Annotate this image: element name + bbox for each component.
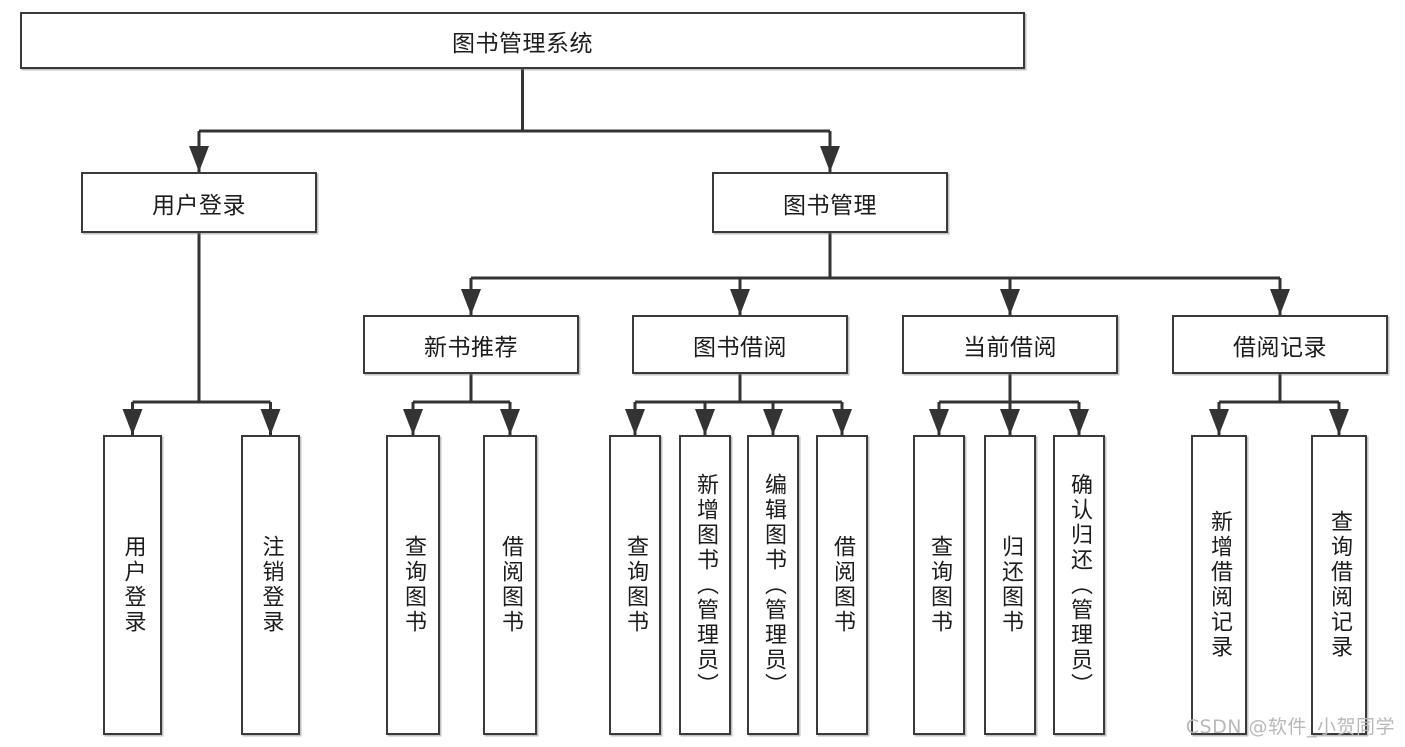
node-leaf-user-login[interactable]: 用户登录 [103, 435, 162, 735]
node-label-leaf-add-borrow-record: 新增借阅记录 [1207, 510, 1232, 660]
node-label-leaf-borrow-book-rec: 借阅图书 [498, 535, 523, 635]
node-label-user-login: 用户登录 [152, 192, 246, 219]
node-leaf-add-book-admin[interactable]: 新增图书（管理员） [679, 435, 731, 735]
node-label-leaf-query-book-cur: 查询图书 [927, 535, 952, 635]
node-book-management[interactable]: 图书管理 [712, 172, 948, 233]
node-label-root: 图书管理系统 [452, 30, 593, 57]
node-new-book-recommend[interactable]: 新书推荐 [363, 315, 579, 374]
node-label-leaf-return-book: 归还图书 [998, 535, 1023, 635]
node-leaf-query-borrow-record[interactable]: 查询借阅记录 [1311, 435, 1367, 735]
node-label-leaf-edit-book-admin: 编辑图书（管理员） [761, 472, 786, 698]
node-label-leaf-query-book-borrow: 查询图书 [623, 535, 648, 635]
node-label-book-management: 图书管理 [783, 192, 877, 219]
node-leaf-borrow-book-rec[interactable]: 借阅图书 [483, 435, 537, 735]
node-leaf-query-book-borrow[interactable]: 查询图书 [609, 435, 661, 735]
node-leaf-borrow-book[interactable]: 借阅图书 [816, 435, 868, 735]
node-leaf-user-logout[interactable]: 注销登录 [241, 435, 300, 735]
node-leaf-add-borrow-record[interactable]: 新增借阅记录 [1191, 435, 1247, 735]
node-label-leaf-add-book-admin: 新增图书（管理员） [693, 472, 718, 698]
watermark-label: CSDN @软件_小贺同学 [1185, 716, 1395, 738]
node-label-current-borrow: 当前借阅 [963, 334, 1057, 361]
node-label-new-book-recommend: 新书推荐 [424, 334, 518, 361]
node-leaf-return-book[interactable]: 归还图书 [984, 435, 1036, 735]
node-leaf-edit-book-admin[interactable]: 编辑图书（管理员） [747, 435, 799, 735]
node-label-leaf-confirm-return-admin: 确认归还（管理员） [1067, 472, 1092, 698]
node-label-leaf-query-borrow-record: 查询借阅记录 [1327, 510, 1352, 660]
node-label-leaf-user-logout: 注销登录 [258, 535, 284, 635]
node-book-borrow[interactable]: 图书借阅 [632, 315, 848, 374]
node-label-book-borrow: 图书借阅 [693, 334, 787, 361]
node-leaf-query-book-rec[interactable]: 查询图书 [386, 435, 440, 735]
node-borrow-record[interactable]: 借阅记录 [1172, 315, 1388, 374]
node-current-borrow[interactable]: 当前借阅 [902, 315, 1118, 374]
node-label-leaf-query-book-rec: 查询图书 [401, 535, 426, 635]
node-root[interactable]: 图书管理系统 [20, 12, 1025, 69]
node-leaf-confirm-return-admin[interactable]: 确认归还（管理员） [1053, 435, 1105, 735]
node-label-borrow-record: 借阅记录 [1233, 334, 1327, 361]
node-label-leaf-borrow-book: 借阅图书 [830, 535, 855, 635]
node-label-leaf-user-login: 用户登录 [120, 535, 146, 635]
node-user-login[interactable]: 用户登录 [81, 172, 317, 233]
node-leaf-query-book-cur[interactable]: 查询图书 [913, 435, 965, 735]
